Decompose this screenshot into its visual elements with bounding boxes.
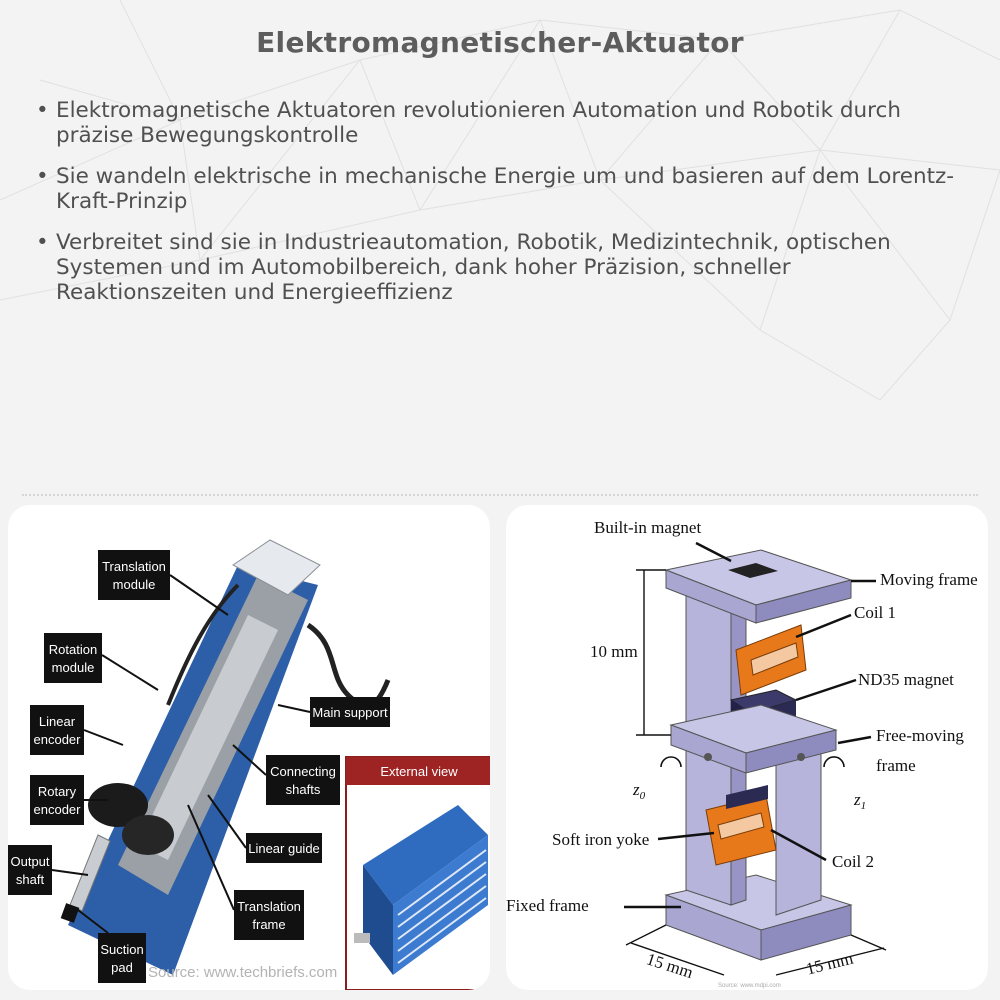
label-width-b: 15 mm (804, 949, 855, 979)
label-free-moving-frame-1: Free-moving (876, 726, 964, 745)
label-free-moving-frame-2: frame (876, 756, 916, 775)
actuator-photo-card: Translation module Rotation module Linea… (8, 505, 490, 990)
section-divider (22, 494, 978, 496)
label-box (30, 705, 84, 755)
label-box (98, 550, 170, 600)
label-translation-frame-1: Translation (237, 899, 301, 914)
label-built-in-magnet: Built-in magnet (594, 518, 701, 537)
bullet-dot: • (36, 230, 49, 255)
label-translation-module-1: Translation (102, 559, 166, 574)
label-connecting-shafts-2: shafts (286, 782, 321, 797)
left-image-source: Source: www.techbriefs.com (148, 964, 337, 981)
label-coil-2: Coil 2 (832, 852, 874, 871)
suction-pad-shape (60, 903, 80, 923)
encoder-ring (122, 815, 174, 855)
label-box (44, 633, 102, 683)
cable (306, 622, 391, 709)
actuator-diagram: Built-in magnet Moving frame Coil 1 10 m… (506, 518, 978, 989)
top-box (232, 539, 321, 596)
label-box (8, 845, 52, 895)
built-in-magnet-shape (728, 563, 778, 578)
pivot-z0 (704, 753, 712, 761)
label-linear-encoder-2: encoder (34, 732, 82, 747)
label-rotary-encoder-1: Rotary (38, 784, 77, 799)
moving-frame-side (755, 579, 852, 624)
label-height: 10 mm (590, 642, 638, 661)
right-image-source: Source: www.mdpi.com (718, 983, 781, 989)
rotary-encoder-shape (88, 783, 148, 827)
label-nd35-magnet: ND35 magnet (858, 670, 954, 689)
bullet-list: • Elektromagnetische Aktuatoren revolutio… (34, 98, 964, 321)
dimension-line-a (630, 942, 725, 976)
bullet-text: Elektromagnetische Aktuatoren revolution… (56, 98, 901, 148)
label-linear-guide: Linear guide (248, 841, 320, 856)
label-width-a: 15 mm (644, 949, 695, 982)
label-main-support: Main support (312, 705, 388, 720)
label-translation-frame-2: frame (252, 917, 285, 932)
page-title: Elektromagnetischer-Aktuator (256, 26, 744, 59)
label-linear-encoder-1: Linear (39, 714, 76, 729)
label-box (234, 890, 304, 940)
actuator-photo-illustration: Translation module Rotation module Linea… (8, 539, 490, 990)
label-translation-module-2: module (113, 577, 156, 592)
bullet-text: Sie wandeln elektrische in mechanische E… (56, 164, 955, 214)
actuator-diagram-card: Built-in magnet Moving frame Coil 1 10 m… (506, 505, 988, 990)
bullet-dot: • (36, 98, 49, 123)
bullet-item: • Verbreitet sind sie in Industrieautomat… (34, 230, 964, 305)
label-z1: z1 (853, 790, 866, 812)
coil-2-core (717, 812, 765, 840)
label-box (310, 697, 390, 727)
label-box (30, 775, 84, 825)
label-box (266, 755, 340, 805)
coil-1-core (750, 642, 799, 676)
label-fixed-frame: Fixed frame (506, 896, 589, 915)
external-view-device (354, 805, 488, 975)
label-connecting-shafts-1: Connecting (270, 764, 336, 779)
bullet-dot: • (36, 164, 49, 189)
label-soft-iron-yoke: Soft iron yoke (552, 830, 649, 849)
label-output-shaft-1: Output (10, 854, 49, 869)
label-box (246, 833, 322, 863)
label-moving-frame: Moving frame (880, 570, 978, 589)
label-output-shaft-2: shaft (16, 872, 45, 887)
bullet-item: • Elektromagnetische Aktuatoren revolutio… (34, 98, 964, 148)
label-z0: z0 (632, 780, 646, 802)
background-network-pattern (0, 0, 1000, 401)
bullet-text: Verbreitet sind sie in Industrieautomati… (56, 230, 891, 305)
dimension-line-b (775, 947, 885, 976)
actuator-highlight (138, 615, 278, 860)
label-coil-1: Coil 1 (854, 603, 896, 622)
label-box (98, 933, 146, 983)
label-suction-pad-2: pad (111, 960, 133, 975)
free-moving-frame-side (745, 729, 837, 774)
bullet-item: • Sie wandeln elektrische in mechanische … (34, 164, 964, 214)
lower-magnet (726, 785, 768, 809)
rotation-arrow-z0 (660, 756, 682, 768)
label-rotary-encoder-2: encoder (34, 802, 82, 817)
pivot-z1 (797, 753, 805, 761)
label-rotation-module-2: module (52, 660, 95, 675)
external-view-title: External view (380, 764, 458, 779)
label-suction-pad-1: Suction (100, 942, 143, 957)
cable (166, 583, 240, 706)
label-rotation-module-1: Rotation (49, 642, 97, 657)
rotation-arrow-z1 (823, 756, 845, 768)
external-view-header (346, 757, 490, 785)
